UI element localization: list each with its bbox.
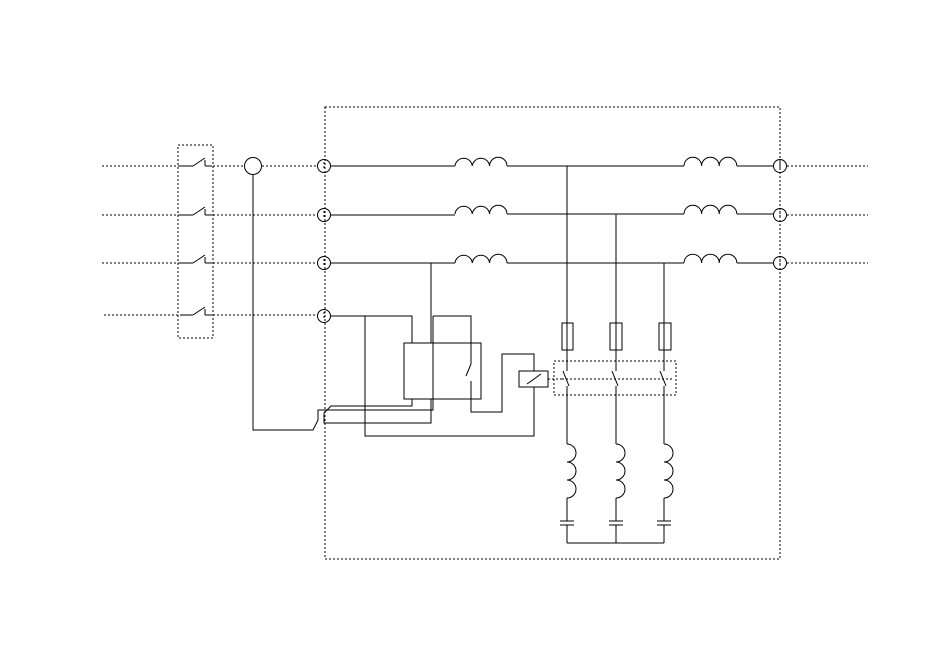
controller-box bbox=[404, 343, 481, 399]
fuse-l3 bbox=[659, 323, 671, 350]
filter-capacitor-l2 bbox=[609, 521, 623, 525]
series-inductor-l2 bbox=[455, 205, 507, 214]
filter-branches bbox=[554, 166, 676, 543]
contactor-contact-l1 bbox=[563, 350, 569, 444]
output-inductor-l1 bbox=[684, 157, 737, 166]
input-terminals bbox=[318, 160, 331, 323]
main-switch-group bbox=[180, 158, 212, 315]
output-inductor-l3 bbox=[684, 254, 737, 263]
terminal-in-n bbox=[318, 310, 331, 323]
filter-inductor-l3 bbox=[664, 444, 673, 498]
switch-to-terminal-lines bbox=[213, 166, 317, 315]
output-inductors bbox=[684, 157, 737, 263]
outgoing-lines bbox=[787, 166, 868, 263]
switch-l3 bbox=[180, 255, 212, 263]
terminal-out-l3 bbox=[774, 257, 787, 270]
filter-capacitor-l3 bbox=[657, 521, 671, 525]
switch-l1 bbox=[180, 158, 212, 166]
output-inductor-l2 bbox=[684, 205, 737, 214]
current-sensor bbox=[245, 158, 434, 431]
main-switch-enclosure bbox=[178, 145, 213, 338]
contactor-coil bbox=[519, 371, 562, 387]
filter-inductor-l2 bbox=[616, 444, 625, 498]
series-inductor-l1 bbox=[455, 157, 507, 166]
terminal-out-l2 bbox=[774, 209, 787, 222]
fuse-l2 bbox=[610, 323, 622, 350]
incoming-lines bbox=[102, 166, 193, 315]
equipment-enclosure bbox=[325, 107, 780, 559]
contactor-contact-l2 bbox=[612, 350, 618, 444]
series-inductors bbox=[455, 157, 507, 263]
fuse-l1 bbox=[562, 323, 573, 350]
filter-capacitor-l1 bbox=[560, 521, 574, 525]
switch-l2 bbox=[180, 207, 212, 215]
phase-wiring bbox=[331, 166, 773, 316]
contactor-contact-l3 bbox=[660, 350, 666, 444]
terminal-in-l3 bbox=[318, 257, 331, 270]
terminal-in-l1 bbox=[318, 160, 331, 173]
filter-inductor-l1 bbox=[567, 444, 576, 498]
series-inductor-l3 bbox=[455, 254, 507, 263]
switch-n bbox=[180, 307, 212, 315]
terminal-in-l2 bbox=[318, 209, 331, 222]
